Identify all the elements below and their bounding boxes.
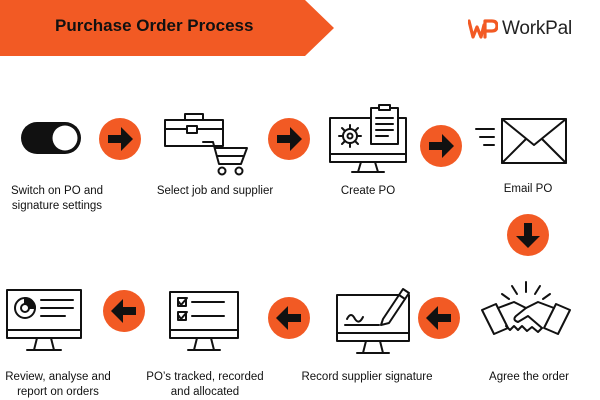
monitor-checklist-icon xyxy=(168,290,240,358)
header-banner xyxy=(0,0,334,56)
step-label: PO’s tracked, recorded and allocated xyxy=(146,371,264,398)
logo-text: WorkPal xyxy=(502,18,573,39)
arrow-right-icon xyxy=(420,125,462,167)
step-label: Switch on PO and signature settings xyxy=(10,185,104,212)
step-label: Review, analyse and report on orders xyxy=(5,371,111,398)
step-label: Create PO xyxy=(340,185,396,197)
arrow-right-icon xyxy=(268,118,310,160)
envelope-icon xyxy=(474,115,570,167)
arrow-right-icon xyxy=(99,118,141,160)
monitor-dashboard-icon xyxy=(5,288,83,360)
arrow-left-icon xyxy=(268,297,310,339)
arrow-down-icon xyxy=(507,214,549,256)
workpal-logo-icon xyxy=(468,19,498,39)
step-label: Select job and supplier xyxy=(156,185,274,197)
toggle-switch-icon xyxy=(20,121,82,155)
arrow-left-icon xyxy=(418,297,460,339)
step-label: Email PO xyxy=(503,183,553,195)
workpal-logo: WorkPal xyxy=(468,18,572,40)
monitor-signature-icon xyxy=(335,285,411,359)
monitor-gear-document-icon xyxy=(328,104,408,178)
step-label: Record supplier signature xyxy=(301,371,433,383)
page-title: Purchase Order Process xyxy=(55,16,254,35)
handshake-icon xyxy=(480,280,572,348)
toolbox-cart-icon xyxy=(163,108,251,180)
arrow-left-icon xyxy=(103,290,145,332)
step-label: Agree the order xyxy=(489,371,569,383)
